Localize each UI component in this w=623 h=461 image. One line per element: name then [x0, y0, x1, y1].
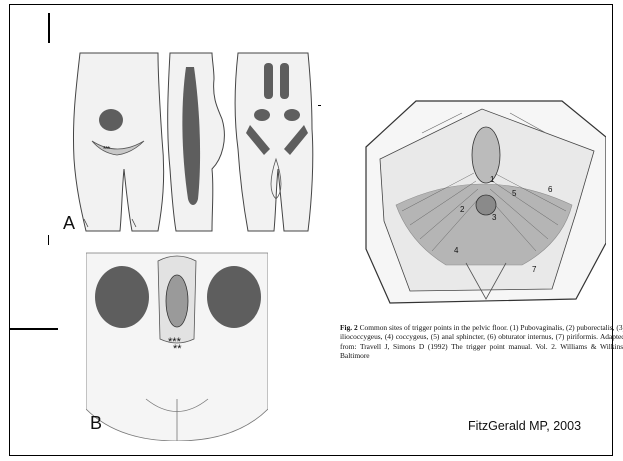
- trigger-point-number-6: 6: [548, 185, 552, 194]
- slide: A *** *** ** B: [9, 4, 613, 456]
- caption-text: Common sites of trigger points in the pe…: [340, 323, 623, 360]
- trigger-point-number-3: 3: [492, 213, 496, 222]
- trigger-point-number-2: 2: [460, 205, 464, 214]
- trigger-point-number-7: 7: [532, 265, 536, 274]
- figure-caption: Fig. 2 Common sites of trigger points in…: [340, 323, 623, 361]
- frame-tick-mid: [48, 235, 49, 245]
- trigger-point-number-1: 1: [490, 175, 494, 184]
- trigger-point-number-4: 4: [454, 246, 458, 255]
- left-trigger-zone: [95, 266, 149, 328]
- frame-tick-left: [10, 328, 58, 330]
- figure-a-label: A: [63, 213, 75, 234]
- figure-a: A ***: [62, 49, 318, 235]
- front-trigger-zone: [99, 109, 123, 131]
- star-5: *: [177, 343, 181, 355]
- figure-b: *** ** B: [86, 249, 268, 441]
- right-trigger-zone: [207, 266, 261, 328]
- caption-label: Fig. 2: [340, 323, 358, 332]
- figure-a-markers: ***: [103, 145, 109, 154]
- citation-credit: FitzGerald MP, 2003: [468, 419, 581, 433]
- pelvic-floor-figure: 1 2 3 4 5 6 7: [362, 93, 606, 309]
- figure-b-label: B: [90, 413, 102, 434]
- figure-b-markers: *** **: [168, 339, 182, 353]
- frame-tick-top: [48, 13, 50, 43]
- pelvic-floor-image: [362, 93, 606, 309]
- trigger-point-number-5: 5: [512, 189, 516, 198]
- body-outlines-image: [62, 49, 318, 235]
